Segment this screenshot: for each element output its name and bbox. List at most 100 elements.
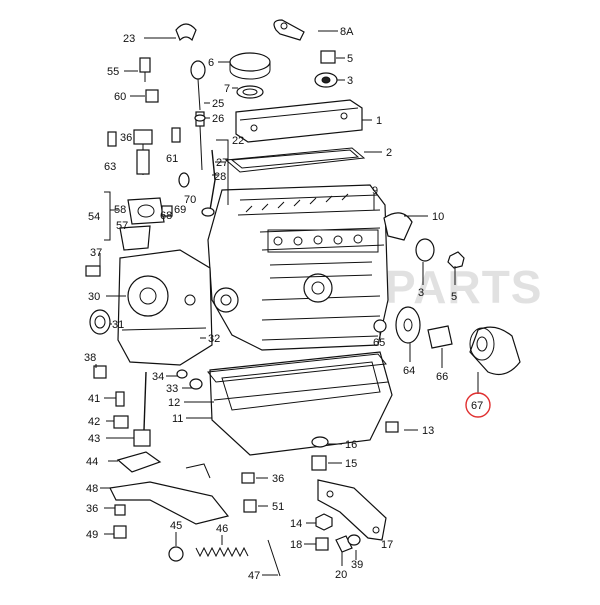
callout-12[interactable]: 12: [168, 397, 180, 409]
callout-13[interactable]: 13: [422, 425, 434, 437]
callout-5-top[interactable]: 5: [347, 53, 353, 65]
callout-20[interactable]: 20: [335, 569, 347, 581]
callout-66[interactable]: 66: [436, 371, 448, 383]
nut-14: [315, 513, 333, 531]
callout-26[interactable]: 26: [212, 113, 224, 125]
callout-7[interactable]: 7: [224, 83, 230, 95]
callout-37[interactable]: 37: [90, 247, 102, 259]
callout-15[interactable]: 15: [345, 458, 357, 470]
callout-5-right[interactable]: 5: [451, 291, 457, 303]
screw-36-lower: [114, 504, 126, 516]
callout-30[interactable]: 30: [88, 291, 100, 303]
ball-45: [168, 546, 184, 562]
callout-57[interactable]: 57: [116, 220, 128, 232]
washer-34: [176, 369, 188, 379]
callout-68[interactable]: 68: [160, 210, 172, 222]
callout-11[interactable]: 11: [172, 413, 183, 425]
gasket-44: [116, 451, 162, 473]
callout-27[interactable]: 27: [216, 157, 228, 169]
callout-69[interactable]: 69: [174, 204, 186, 216]
callout-70[interactable]: 70: [184, 194, 196, 206]
bolt-37: [85, 265, 101, 277]
breather-tube: [209, 149, 216, 211]
callout-6[interactable]: 6: [208, 57, 214, 69]
callout-44[interactable]: 44: [86, 456, 98, 468]
watermark-text: PARTS: [385, 261, 543, 313]
callout-36-mid[interactable]: 36: [272, 473, 284, 485]
callout-8a[interactable]: 8A: [340, 26, 354, 38]
washer-65: [373, 319, 387, 333]
crankshaft-seal: [89, 309, 111, 335]
thermostat-housing: [119, 197, 173, 251]
washer-3-right: [415, 238, 435, 262]
oil-filter: [469, 326, 521, 375]
washer-16: [311, 436, 329, 448]
callout-9[interactable]: 9: [372, 185, 378, 197]
washer-39: [347, 534, 361, 546]
pin-47: [267, 539, 281, 577]
bracket-17: [317, 479, 387, 541]
callout-51[interactable]: 51: [272, 501, 284, 513]
callout-46[interactable]: 46: [216, 523, 228, 535]
callout-65[interactable]: 65: [373, 337, 385, 349]
callout-3-right[interactable]: 3: [418, 287, 424, 299]
oil-pan: [209, 351, 393, 456]
callout-1[interactable]: 1: [376, 115, 382, 127]
callout-23[interactable]: 23: [123, 33, 135, 45]
callout-36-lower[interactable]: 36: [86, 503, 98, 515]
callout-36-top[interactable]: 36: [120, 132, 132, 144]
callout-61[interactable]: 61: [166, 153, 178, 165]
callout-18[interactable]: 18: [290, 539, 302, 551]
callout-17[interactable]: 17: [381, 539, 393, 551]
cap-seal: [236, 85, 264, 99]
callout-33[interactable]: 33: [166, 383, 178, 395]
callout-58[interactable]: 58: [114, 204, 126, 216]
gear-42: [113, 415, 129, 429]
distributor-drive: [107, 127, 181, 175]
callout-41[interactable]: 41: [88, 393, 100, 405]
plug-15: [311, 455, 327, 471]
callout-55[interactable]: 55: [107, 66, 119, 78]
gear-43: [133, 429, 151, 447]
callout-42[interactable]: 42: [88, 416, 100, 428]
highlight-ring-67: [465, 392, 491, 418]
spring-46: [195, 546, 249, 558]
callout-25[interactable]: 25: [212, 98, 224, 110]
callout-34[interactable]: 34: [152, 371, 164, 383]
callout-64[interactable]: 64: [403, 365, 415, 377]
callout-38[interactable]: 38: [84, 352, 96, 364]
callout-22[interactable]: 22: [232, 135, 244, 147]
callout-31[interactable]: 31: [112, 319, 124, 331]
callout-47[interactable]: 47: [248, 570, 260, 582]
screw-36-mid: [241, 472, 255, 484]
pulley-64: [395, 306, 421, 344]
callout-28[interactable]: 28: [214, 171, 226, 183]
callout-63[interactable]: 63: [104, 161, 116, 173]
callout-10[interactable]: 10: [432, 211, 444, 223]
cable-clamp: [273, 19, 305, 41]
screw-55: [139, 57, 151, 73]
callout-49[interactable]: 49: [86, 529, 98, 541]
callout-67[interactable]: 67: [471, 400, 483, 412]
callout-2[interactable]: 2: [386, 147, 392, 159]
oil-strainer: [109, 481, 230, 525]
callout-32[interactable]: 32: [208, 333, 220, 345]
pin-41: [115, 391, 125, 407]
callout-3-top[interactable]: 3: [347, 75, 353, 87]
callout-43[interactable]: 43: [88, 433, 100, 445]
callout-54[interactable]: 54: [88, 211, 100, 223]
front-cover: [117, 249, 213, 366]
callout-39[interactable]: 39: [351, 559, 363, 571]
washer-70: [178, 172, 190, 188]
callout-labels: 23 8A 6 5 55 3 7 60 25 26 1 63 36 61 22 …: [84, 26, 483, 582]
bolt-18: [315, 537, 329, 551]
callout-14[interactable]: 14: [290, 518, 302, 530]
callout-48[interactable]: 48: [86, 483, 98, 495]
callout-16[interactable]: 16: [345, 439, 357, 451]
bolt-38: [93, 365, 107, 379]
dipstick-seal: [194, 114, 206, 122]
callout-45[interactable]: 45: [170, 520, 182, 532]
callout-60[interactable]: 60: [114, 91, 126, 103]
